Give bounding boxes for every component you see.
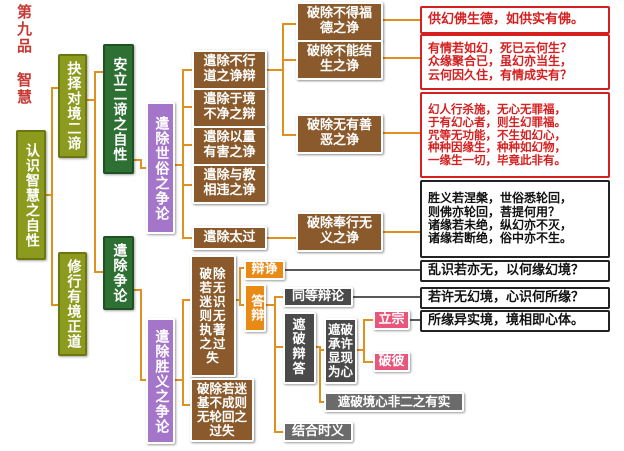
node-worldly-valid-cognition: 遣除以量有害之诤: [192, 126, 267, 166]
node-l2-dispute: 遣除争论: [103, 236, 134, 310]
node-refute-proof: 遮破辩答: [283, 312, 316, 384]
node-root: 认识智慧之自性: [16, 130, 46, 260]
node-l3-worldly: 遣除世俗之争论: [146, 102, 175, 234]
node-merit-no-virtue: 破除无有善恶之诤: [296, 114, 383, 154]
answer-rebirth: 有情若如幻，死已云何生？ 众缘聚合已，虽幻亦当生， 云何因久住，有情成实有？: [420, 34, 610, 90]
node-dispute: 辩诤: [244, 260, 285, 280]
answer-meaningless: 胜义若涅槃，世俗悉轮回， 则佛亦轮回，菩提何用？ 诸缘若未绝，纵幻亦不灭， 诸缘…: [420, 180, 610, 258]
chapter-title: 第九品 智慧: [15, 4, 33, 106]
node-merit-no-merit: 破除不得福德之诤: [296, 2, 383, 42]
answer-confused-mind: 乱识若亦无，以何缘幻境？: [420, 260, 610, 282]
node-l3-ultimate: 遣除胜义之争论: [146, 318, 175, 444]
node-merit-no-rebirth: 破除不能结生之诤: [296, 40, 383, 80]
node-refute: 破彼: [373, 352, 410, 372]
node-merit-meaningless: 破除奉行无义之诤: [296, 212, 383, 252]
node-l2-establish: 安立二谛之自性: [103, 44, 134, 174]
node-worldly-overreach: 遣除太过: [192, 226, 267, 250]
node-equal-dispute: 同等辩论: [283, 287, 353, 307]
answer-no-illusion-object: 若许无幻境，心识何所缘？: [420, 287, 610, 309]
answer-merit: 供幻佛生德，如供实有佛。: [420, 6, 610, 34]
node-combine: 结合时义: [283, 422, 353, 442]
node-ultimate-no-cycle: 破除若迷基不成则无轮回之过失: [190, 378, 254, 442]
node-worldly-scripture: 遣除与教相违之诤: [192, 164, 267, 204]
node-refute-mind: 遮破承许显现为心: [324, 318, 357, 384]
node-reply: 答辩: [244, 284, 266, 332]
node-refute-nondual: 遮破境心非二之有实: [324, 392, 464, 412]
answer-object-is-mind: 所缘异实境，境相即心体。: [420, 310, 610, 332]
node-l1-analyze: 抉择对境二谛: [58, 54, 87, 158]
node-worldly-no-path: 遣除不行道之诤辩: [192, 50, 267, 90]
node-ultimate-no-illusion: 破除若无迷识则无执著之过失: [190, 255, 236, 377]
node-l1-practice: 修行有境正道: [58, 252, 87, 356]
answer-virtue: 幻人行杀施，无心无罪福， 于有幻心者，则生幻罪福。 咒等无功能，不生如幻心， 种…: [420, 92, 610, 178]
node-establish: 立宗: [373, 310, 410, 330]
node-worldly-impure: 遣除于境不净之辩: [192, 88, 267, 128]
